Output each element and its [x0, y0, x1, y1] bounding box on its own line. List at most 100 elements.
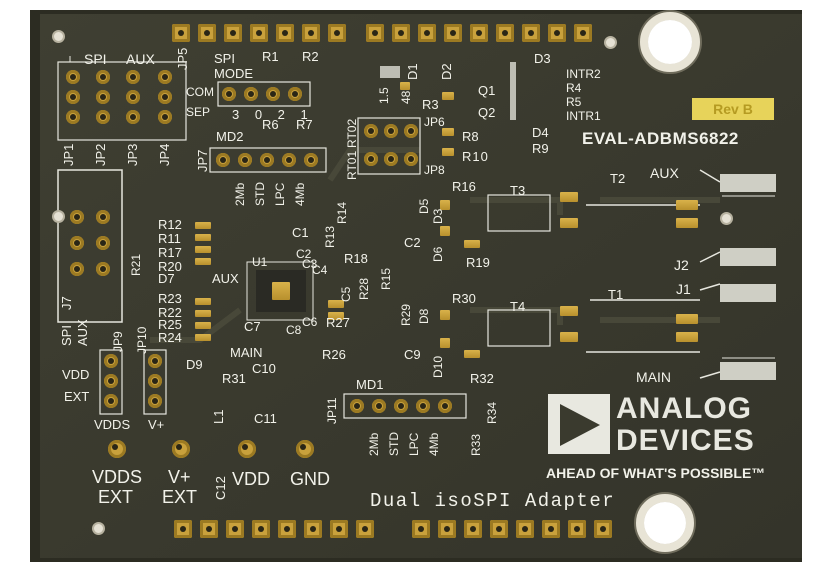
smd-pad	[400, 82, 410, 90]
md2-pin[interactable]	[304, 153, 318, 167]
jp10-pin[interactable]	[148, 374, 162, 388]
jumper-pin[interactable]	[66, 90, 80, 104]
silk-v15: 1.5	[377, 87, 391, 104]
jumper-pin[interactable]	[158, 90, 172, 104]
test-point-vdds-ext[interactable]	[108, 440, 126, 458]
j7-pin[interactable]	[70, 262, 84, 276]
silk-r6: R6	[262, 117, 279, 132]
header-pin[interactable]	[356, 520, 374, 538]
jumper-pin[interactable]	[96, 90, 110, 104]
jumper-pin[interactable]	[126, 90, 140, 104]
spi-mode-pin[interactable]	[222, 87, 236, 101]
header-pin[interactable]	[392, 24, 410, 42]
jp10-pin[interactable]	[148, 394, 162, 408]
test-point-vdd[interactable]	[238, 440, 256, 458]
silk-jp9: JP9	[111, 331, 125, 352]
header-pin[interactable]	[224, 24, 242, 42]
jp11-pin[interactable]	[438, 399, 452, 413]
silk-sep: SEP	[186, 105, 211, 119]
jp9-pin[interactable]	[104, 374, 118, 388]
silk-vdd-tp: VDD	[232, 469, 271, 489]
header-pin[interactable]	[250, 24, 268, 42]
header-pin[interactable]	[412, 520, 430, 538]
header-pin[interactable]	[516, 520, 534, 538]
header-pin[interactable]	[496, 24, 514, 42]
jp8-pin[interactable]	[404, 152, 418, 166]
header-pin[interactable]	[568, 520, 586, 538]
jumper-pin[interactable]	[126, 110, 140, 124]
jp11-pin[interactable]	[350, 399, 364, 413]
header-pin[interactable]	[574, 24, 592, 42]
spi-mode-pin[interactable]	[266, 87, 280, 101]
header-pin[interactable]	[226, 520, 244, 538]
header-pin[interactable]	[490, 520, 508, 538]
header-pin[interactable]	[328, 24, 346, 42]
header-pin[interactable]	[200, 520, 218, 538]
header-pin[interactable]	[594, 520, 612, 538]
header-pin[interactable]	[464, 520, 482, 538]
header-pin[interactable]	[548, 24, 566, 42]
header-pin[interactable]	[302, 24, 320, 42]
smd-pad	[676, 218, 698, 228]
silk-d2: D2	[439, 63, 454, 80]
header-pin[interactable]	[470, 24, 488, 42]
header-pin[interactable]	[444, 24, 462, 42]
header-pin[interactable]	[522, 24, 540, 42]
header-pin[interactable]	[418, 24, 436, 42]
silk-t2: T2	[610, 171, 626, 186]
jp11-pin[interactable]	[416, 399, 430, 413]
md2-pin[interactable]	[238, 153, 252, 167]
jp9-pin[interactable]	[104, 394, 118, 408]
header-pin[interactable]	[366, 24, 384, 42]
header-pin[interactable]	[276, 24, 294, 42]
header-pin[interactable]	[542, 520, 560, 538]
jp8-pin[interactable]	[364, 152, 378, 166]
jumper-pin[interactable]	[66, 70, 80, 84]
j7-pin[interactable]	[96, 236, 110, 250]
header-pin[interactable]	[438, 520, 456, 538]
md2-pin[interactable]	[216, 153, 230, 167]
md2-pin[interactable]	[260, 153, 274, 167]
jumper-pin[interactable]	[158, 110, 172, 124]
header-pin[interactable]	[172, 24, 190, 42]
j7-pin[interactable]	[96, 210, 110, 224]
header-pin[interactable]	[330, 520, 348, 538]
j7-pin[interactable]	[70, 236, 84, 250]
silk-vdds-ext-2: EXT	[98, 487, 134, 507]
silk-d9: D9	[186, 357, 203, 372]
silk-c7: C7	[244, 319, 261, 334]
test-point-vplus-ext[interactable]	[172, 440, 190, 458]
silk-vdd: VDD	[62, 367, 90, 382]
j7-pin[interactable]	[70, 210, 84, 224]
jumper-pin[interactable]	[126, 70, 140, 84]
md2-pin[interactable]	[282, 153, 296, 167]
jp8-pin[interactable]	[384, 152, 398, 166]
header-pin[interactable]	[198, 24, 216, 42]
header-pin[interactable]	[174, 520, 192, 538]
jp11-pin[interactable]	[372, 399, 386, 413]
revision-badge: Rev B	[692, 98, 774, 120]
test-point-gnd[interactable]	[296, 440, 314, 458]
jp6-pin[interactable]	[404, 124, 418, 138]
silk-r22: R22	[158, 305, 182, 320]
spi-mode-pin[interactable]	[288, 87, 302, 101]
jumper-pin[interactable]	[66, 110, 80, 124]
jp6-pin[interactable]	[364, 124, 378, 138]
jp9-pin[interactable]	[104, 354, 118, 368]
silk-main-2: MAIN	[636, 369, 671, 385]
silk-r21: R21	[129, 253, 143, 276]
header-pin[interactable]	[304, 520, 322, 538]
jp10-pin[interactable]	[148, 354, 162, 368]
header-pin[interactable]	[252, 520, 270, 538]
silk-r16: R16	[452, 179, 476, 194]
jumper-pin[interactable]	[158, 70, 172, 84]
jp6-pin[interactable]	[384, 124, 398, 138]
jumper-pin[interactable]	[96, 110, 110, 124]
silk-md1: MD1	[356, 377, 384, 392]
j7-pin[interactable]	[96, 262, 110, 276]
spi-mode-pin[interactable]	[244, 87, 258, 101]
jp11-pin[interactable]	[394, 399, 408, 413]
jumper-pin[interactable]	[96, 70, 110, 84]
silk-md2: MD2	[216, 129, 244, 144]
header-pin[interactable]	[278, 520, 296, 538]
